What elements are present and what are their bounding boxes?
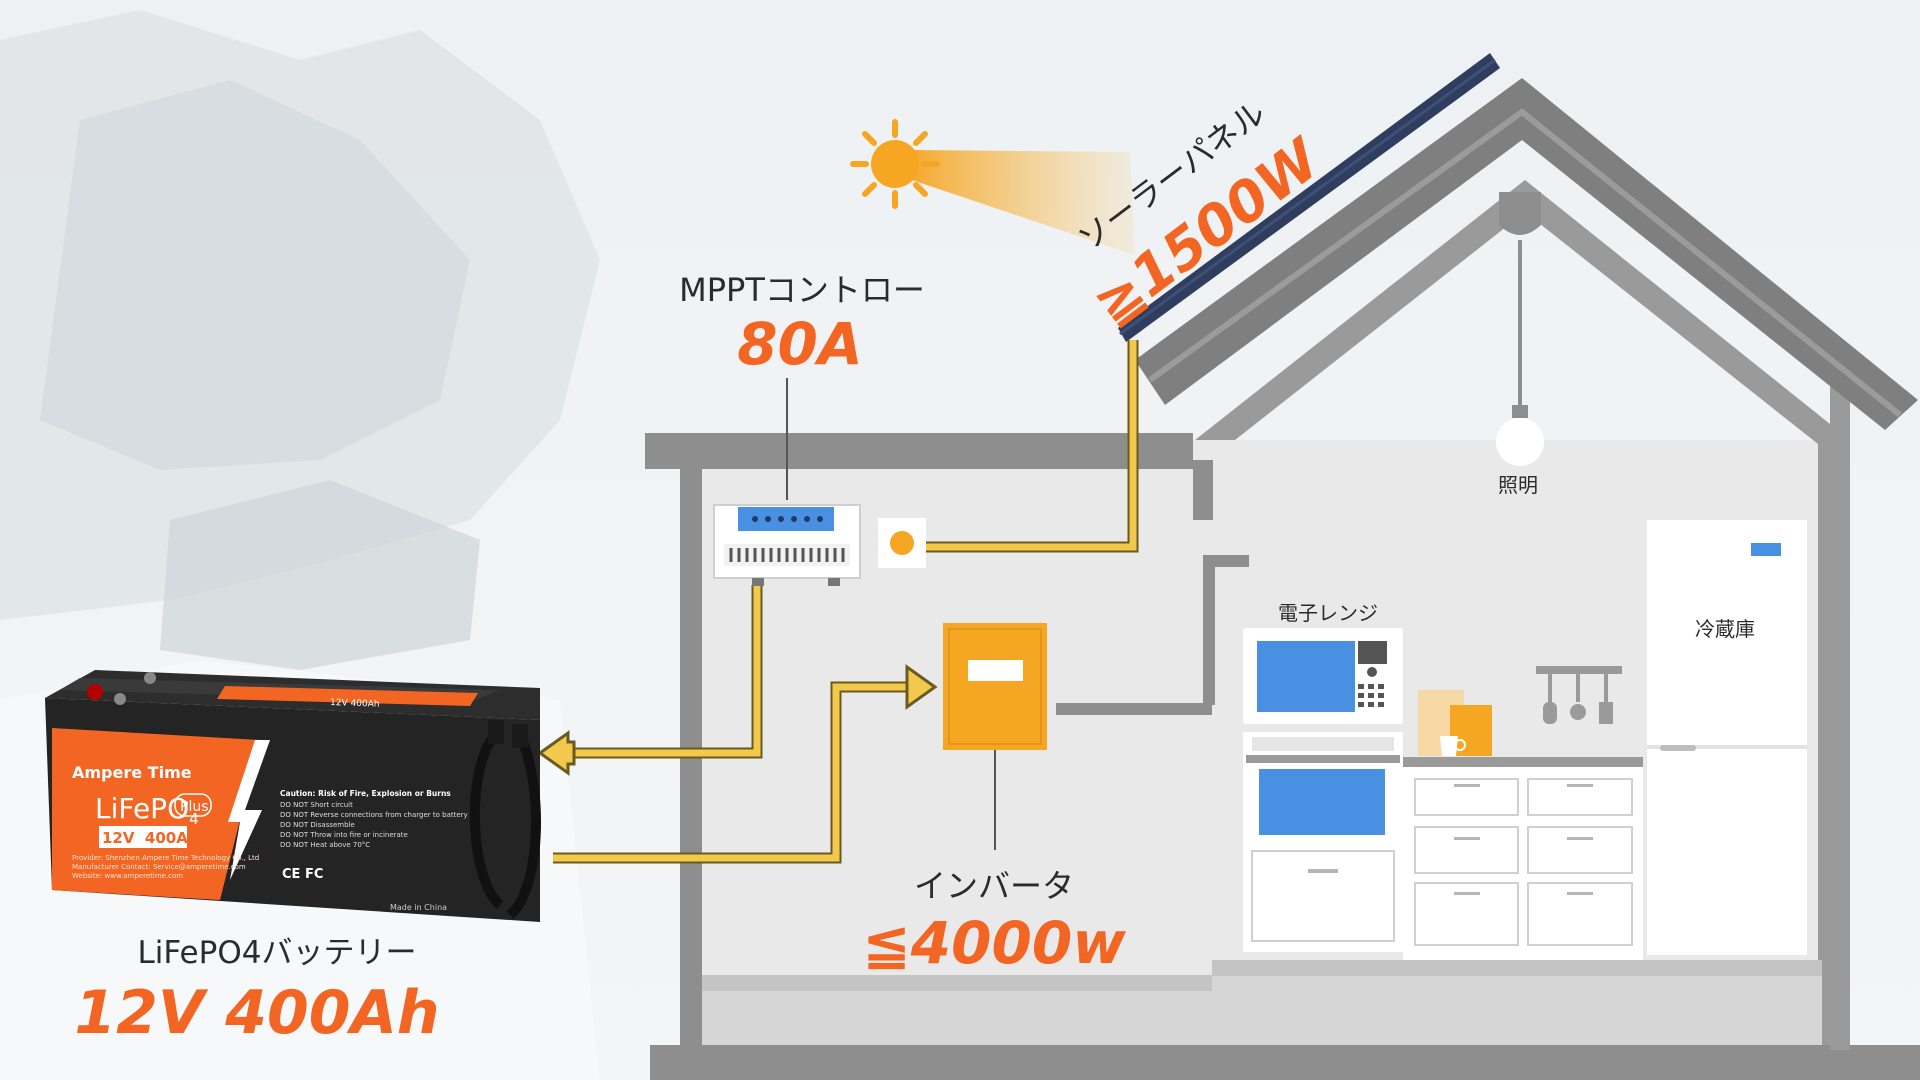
mppt-label: MPPTコントロー — [679, 271, 925, 309]
battery-provider-2: Manufacturer Contact: Service@amperetime… — [72, 863, 246, 871]
mppt-value: 80A — [737, 310, 863, 378]
battery-caution-5: DO NOT Heat above 70°C — [280, 841, 370, 849]
battery — [45, 670, 541, 922]
battery-caution-1: DO NOT Short circuit — [280, 801, 353, 809]
inverter — [943, 623, 1047, 750]
battery-provider-3: Website: www.amperetime.com — [72, 872, 183, 880]
battery-made-in: Made in China — [390, 903, 447, 912]
battery-product-label: Ampere Time LiFePO4 Plus 12V 400Ah 12V 4… — [72, 698, 468, 912]
battery-chem-text: LiFePO — [95, 792, 189, 825]
mppt-controller — [713, 504, 926, 586]
arrow-to-battery — [537, 730, 576, 776]
kitchen — [1243, 520, 1807, 960]
battery-spec: 12V 400Ah — [102, 829, 199, 847]
battery-chemistry: LiFePO4 — [95, 792, 199, 828]
battery-chem-subscript: 4 — [189, 810, 199, 828]
battery-caution-2: DO NOT Reverse connections from charger … — [280, 811, 468, 819]
battery-top-label: 12V 400Ah — [330, 698, 380, 710]
battery-brand: Ampere Time — [72, 763, 192, 782]
wiring — [537, 340, 1139, 864]
solar-panel — [1118, 53, 1500, 342]
battery-caution-3: DO NOT Disassemble — [280, 821, 355, 829]
battery-certifications: CE FC — [282, 867, 323, 882]
battery-caution-title: Caution: Risk of Fire, Explosion or Burn… — [280, 789, 451, 798]
fridge-label: 冷蔵庫 — [1695, 617, 1755, 641]
inverter-label: インバータ — [914, 867, 1074, 905]
battery-provider-1: Provider: Shenzhen Ampere Time Technolog… — [72, 854, 259, 862]
ceiling-light — [1496, 192, 1544, 466]
battery-caution-4: DO NOT Throw into fire or incinerate — [280, 831, 408, 839]
sun — [850, 119, 1135, 255]
arrow-to-inverter — [905, 664, 938, 710]
light-label: 照明 — [1498, 473, 1538, 497]
battery-value: 12V 400Ah — [74, 978, 439, 1048]
battery-plus-badge: Plus — [180, 799, 209, 815]
inverter-value: ≦4000w — [862, 909, 1126, 977]
battery-label: LiFePO4バッテリー — [138, 935, 417, 971]
microwave-label: 電子レンジ — [1278, 601, 1378, 625]
labels: ソーラーパネル ≧1500W MPPTコントロー 80A インバータ ≦4000… — [74, 93, 1755, 1048]
